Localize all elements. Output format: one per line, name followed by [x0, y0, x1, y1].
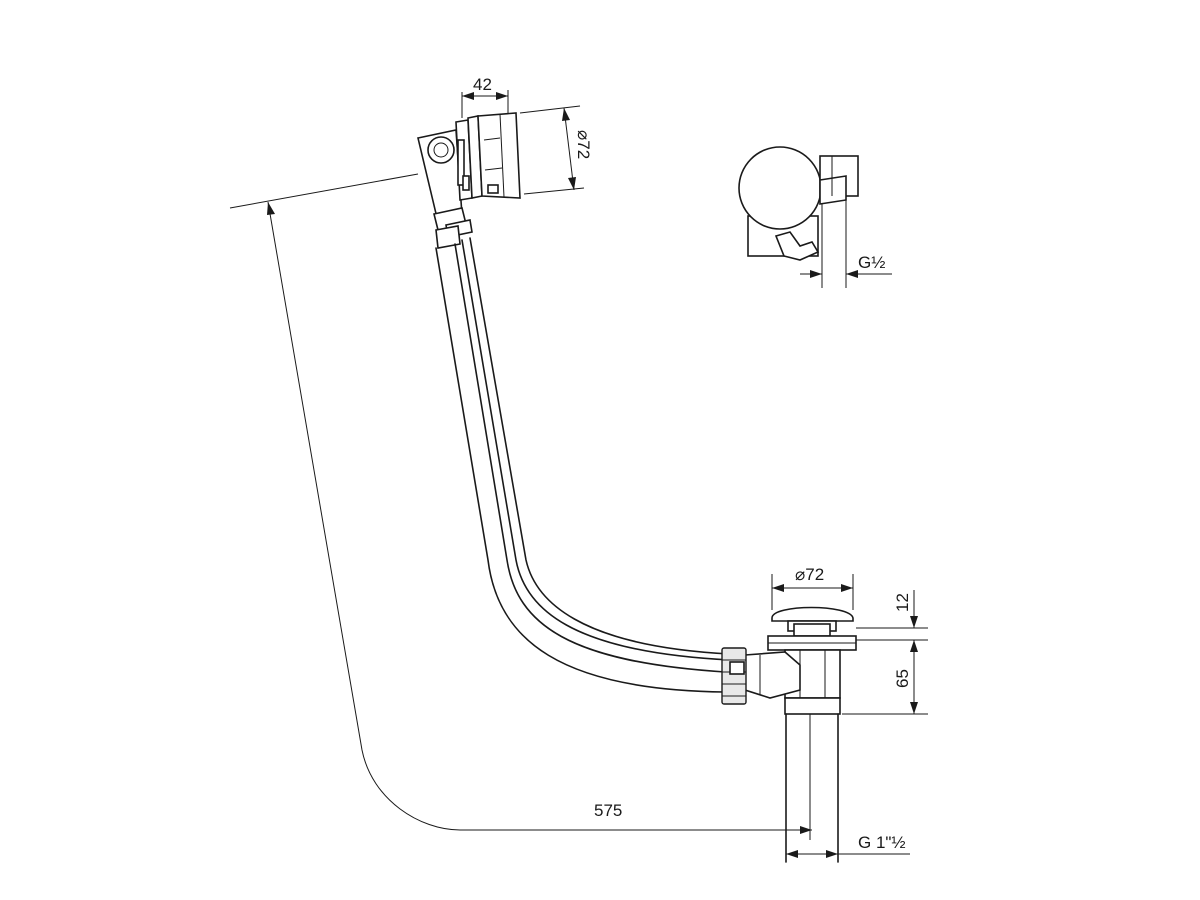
- dim-drain-height: [842, 640, 928, 715]
- flexible-tube: [435, 243, 726, 693]
- overflow-diameter-label: ⌀72: [574, 130, 593, 159]
- dim-drain-thread: [786, 850, 910, 858]
- dim-drain-diameter: [771, 574, 854, 610]
- dim-overflow-depth: [461, 90, 509, 118]
- dim-overflow-diameter: [519, 105, 585, 195]
- overflow-assembly: [417, 112, 521, 249]
- dim-cable-length: [229, 173, 812, 834]
- overflow-thread-label: G½: [858, 253, 885, 272]
- cable-length-label: 575: [594, 801, 622, 820]
- drain-height-label: 65: [893, 669, 912, 688]
- overflow-depth-label: 42: [473, 75, 492, 94]
- drain-diameter-label: ⌀72: [795, 565, 824, 584]
- drain-thread-label: G 1"½: [858, 833, 906, 852]
- drain-assembly: [721, 606, 857, 863]
- overflow-detail-view: [738, 146, 892, 288]
- bowden-cable: [461, 237, 731, 661]
- dim-plug-height: [856, 590, 928, 652]
- plug-height-label: 12: [893, 593, 912, 612]
